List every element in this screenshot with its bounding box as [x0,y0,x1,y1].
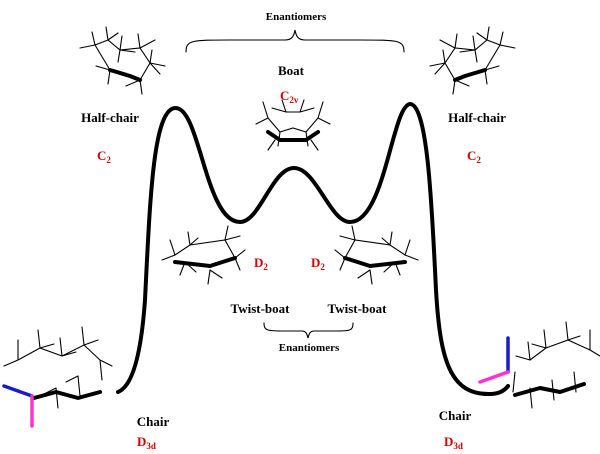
chair-left-molecule [2,326,113,428]
twist-boat-right-label: Twist-boat [328,301,388,316]
twist-boat-left-molecule [161,225,246,285]
equatorial-bond-right [478,370,510,384]
half-chair-right-molecule [429,26,516,95]
enantiomers-bottom-brace [263,322,354,339]
half-chair-right-label: Half-chair [448,110,506,125]
boat-symmetry: C2v [280,88,299,105]
twist-boat-right-molecule [334,225,419,285]
half-chair-left-symmetry: C2 [97,148,111,165]
twist-boat-right-symmetry: D2 [311,255,325,272]
twist-boat-left-label: Twist-boat [231,301,291,316]
chair-left-symmetry: D3d [137,434,156,451]
boat-molecule [255,99,331,151]
chair-right-label: Chair [439,408,472,423]
energy-curve [116,102,510,397]
half-chair-left-molecule [79,26,166,95]
half-chair-left-label: Half-chair [81,110,139,125]
boat-label: Boat [278,63,305,78]
chair-right-symmetry: D3d [444,434,463,451]
enantiomers-bottom-label: Enantiomers [279,342,340,354]
twist-boat-left-symmetry: D2 [254,255,268,272]
enantiomers-top-label: Enantiomers [266,11,327,23]
chair-right-molecule [478,321,600,409]
axial-bond-left [2,384,34,398]
enantiomers-top-brace [185,29,405,53]
chair-left-label: Chair [137,414,170,429]
half-chair-right-symmetry: C2 [467,148,481,165]
